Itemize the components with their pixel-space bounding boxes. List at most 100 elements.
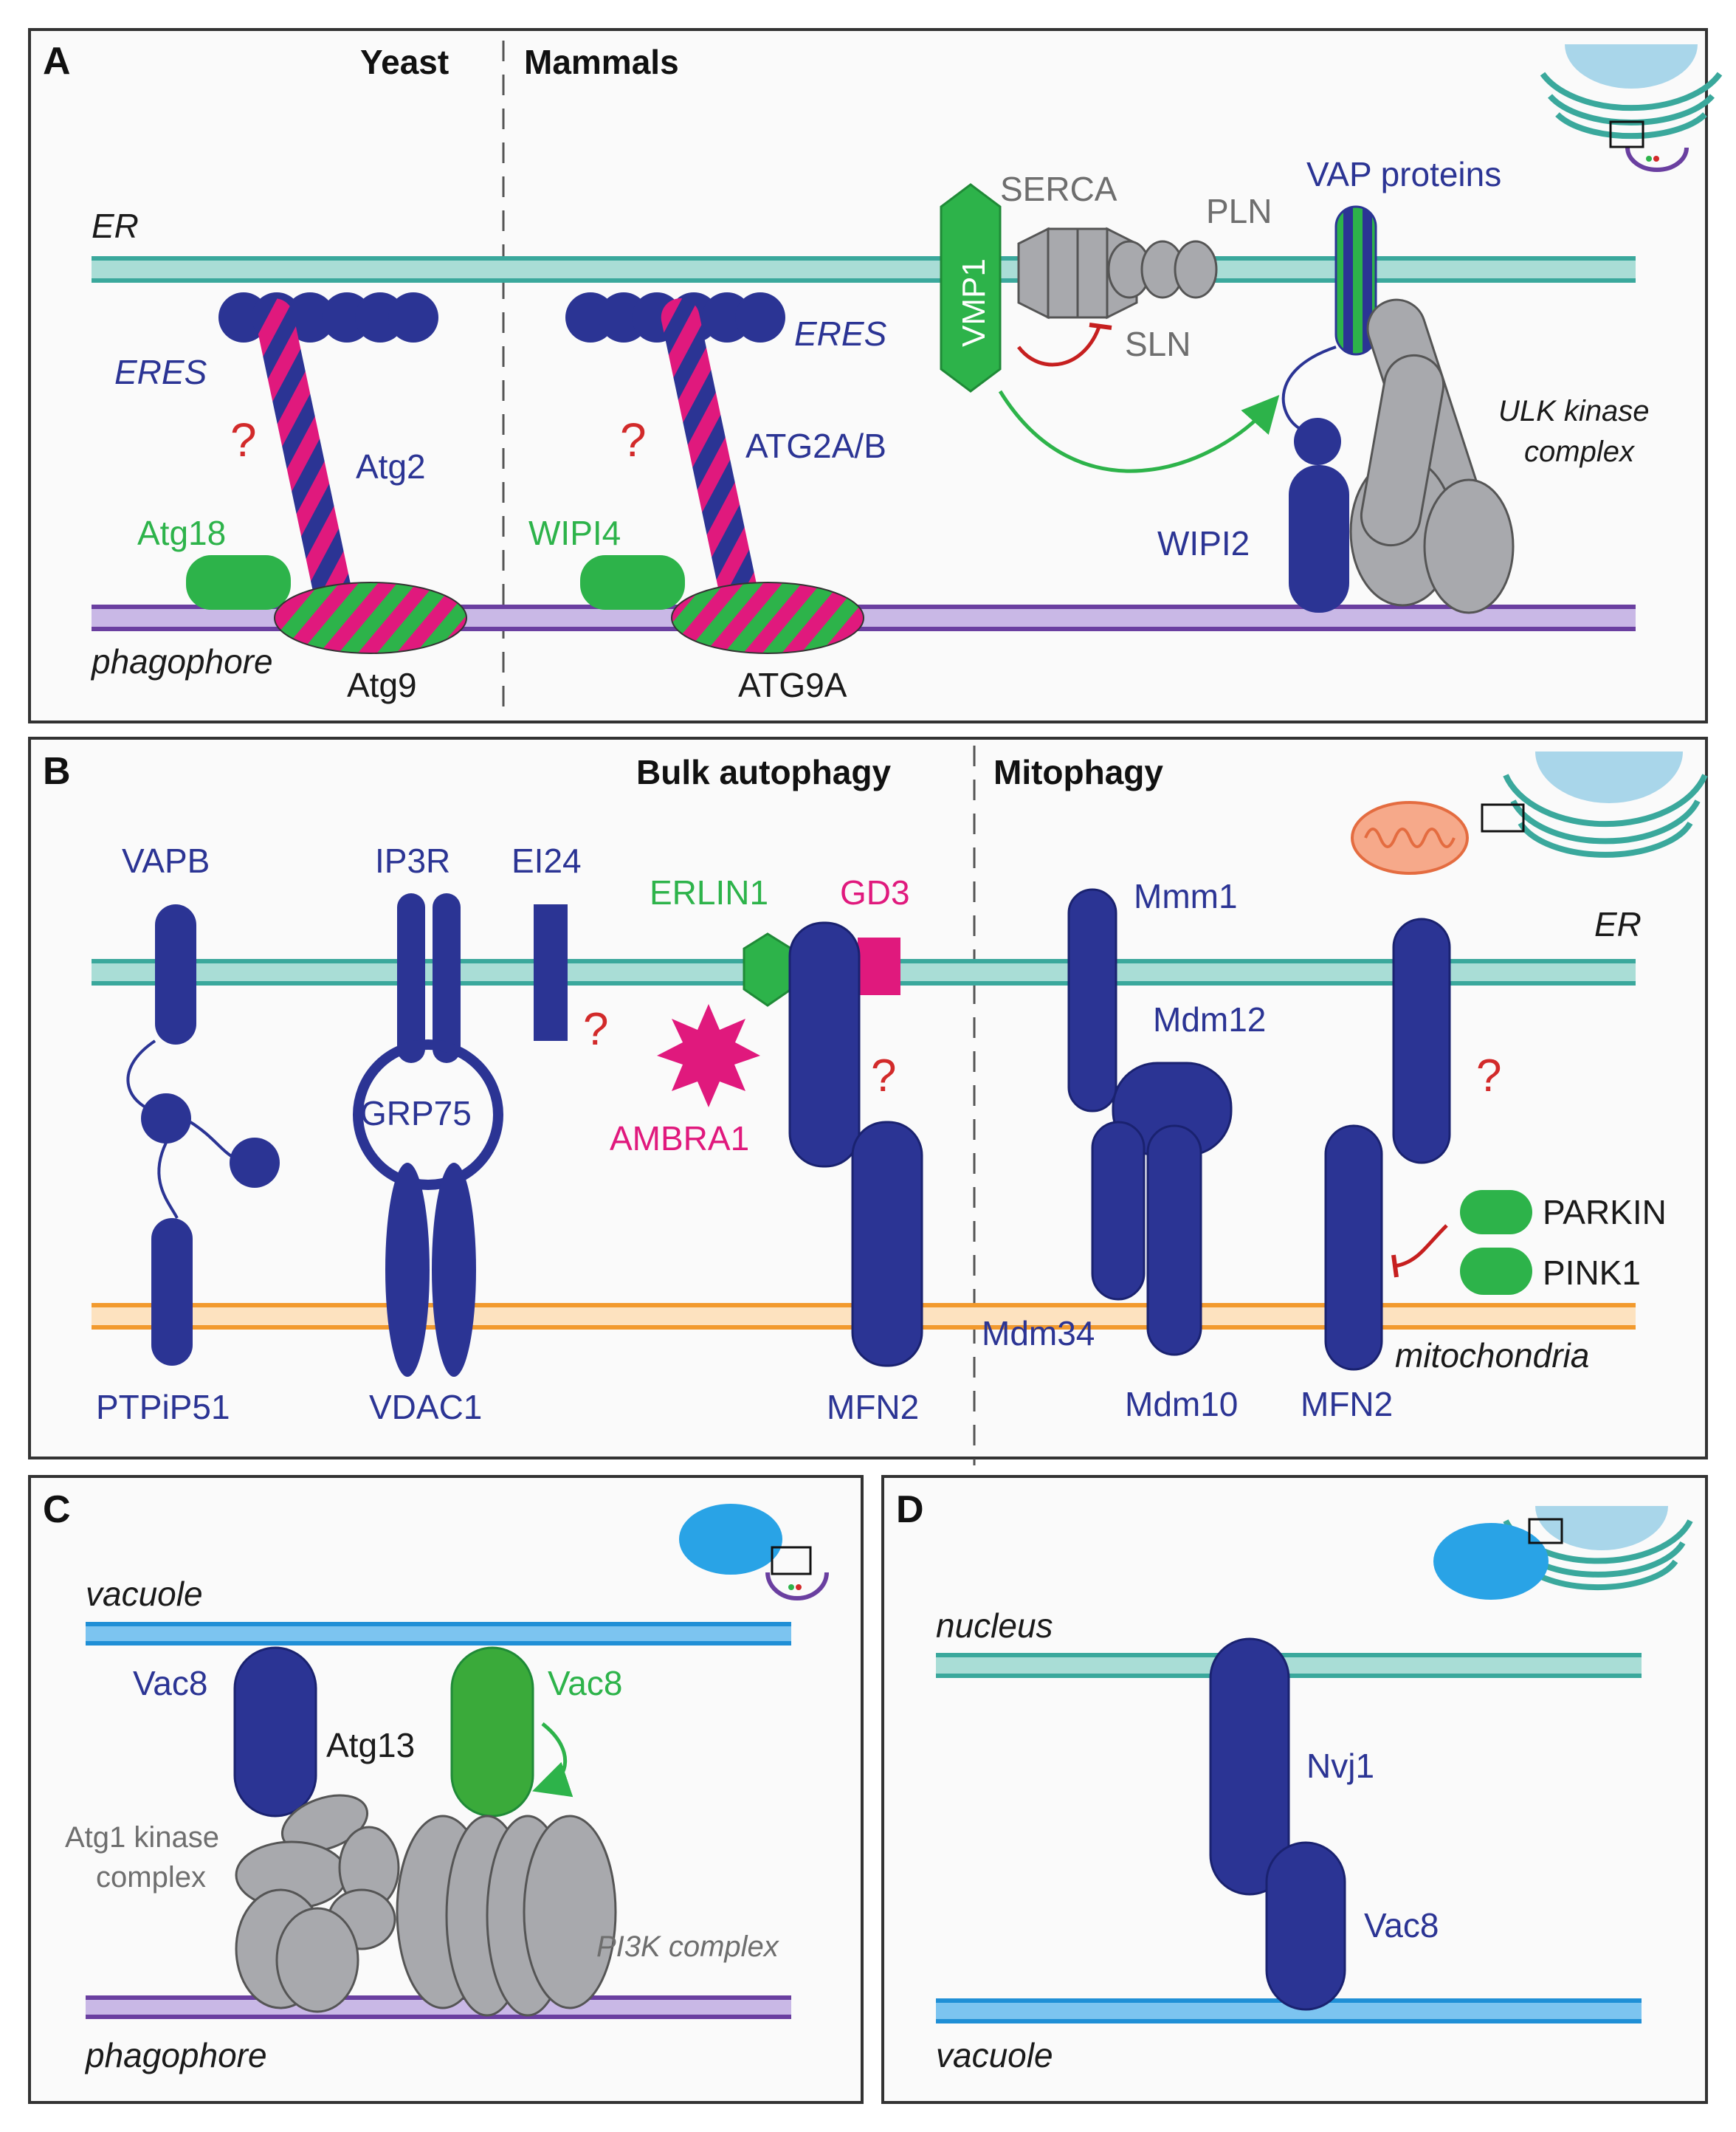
- panel-c: C vacuole phagophore Vac8 Atg13 Atg1 kin…: [28, 1475, 864, 2104]
- vdac1-label: VDAC1: [369, 1388, 482, 1426]
- mfn2-bulk-label: MFN2: [827, 1388, 919, 1426]
- vac8-green-arrow: [532, 1722, 574, 1798]
- er-label-a: ER: [92, 207, 139, 245]
- atg2-label: Atg2: [356, 447, 426, 486]
- mdm10-label: Mdm10: [1125, 1385, 1238, 1423]
- green-arrow-vmp1: [998, 390, 1280, 473]
- vacuole-label-c: vacuole: [86, 1575, 203, 1613]
- wipi4-shape: [580, 555, 685, 610]
- ulk-label-line2: complex: [1524, 436, 1636, 468]
- ei24-shape: [534, 904, 568, 1041]
- vap-linker: [1281, 345, 1337, 430]
- erlin1-label: ERLIN1: [650, 873, 768, 912]
- atg1-complex-shape: [235, 1794, 400, 2013]
- pi3k-complex-shape: [396, 1815, 617, 2017]
- vacuole-membrane-c: [86, 1622, 791, 1646]
- mfn2-mito-upper: [1392, 918, 1451, 1164]
- pln-label: PLN: [1206, 192, 1272, 230]
- atg18-label: Atg18: [137, 514, 226, 552]
- yeast-header: Yeast: [360, 43, 449, 81]
- mfn2-bulk-lower: [851, 1121, 923, 1367]
- vapb-domain: [141, 1093, 191, 1144]
- gd3-label: GD3: [840, 873, 910, 912]
- atg1-label-line1: Atg1 kinase: [65, 1821, 219, 1854]
- mmm1-upper: [1067, 888, 1117, 1113]
- atg9-label: Atg9: [347, 666, 417, 704]
- question-mfn2: ?: [871, 1050, 896, 1101]
- mmm1-label: Mmm1: [1134, 877, 1238, 915]
- vac8-d-label: Vac8: [1364, 1906, 1439, 1944]
- vap-shape: [1334, 205, 1377, 356]
- vac8-green-shape: [450, 1646, 534, 1818]
- mfn2-bulk-upper: [788, 921, 861, 1168]
- vapb-label: VAPB: [122, 842, 210, 880]
- mammals-header: Mammals: [524, 43, 679, 81]
- mdm12-label: Mdm12: [1153, 1000, 1266, 1039]
- mito-label-b: mitochondria: [1395, 1336, 1589, 1375]
- ptpip51-linker-2: [157, 1142, 179, 1219]
- phagophore-label-c: phagophore: [84, 2036, 267, 2074]
- atg9a-shape: [671, 582, 864, 654]
- vac8-green-label: Vac8: [548, 1664, 622, 1702]
- parkin-shape: [1460, 1190, 1532, 1234]
- ptpip51-shape: [151, 1218, 193, 1366]
- ip3r-left: [397, 893, 425, 1063]
- ptpip51-label: PTPiP51: [96, 1388, 230, 1426]
- ulk-complex-shape: [1349, 298, 1515, 614]
- ip3r-right: [433, 893, 461, 1063]
- wipi2-label: WIPI2: [1157, 524, 1250, 563]
- phagophore-label-a: phagophore: [90, 642, 273, 681]
- vmp1-shape: [940, 183, 1002, 393]
- vmp1-label: VMP1: [956, 258, 992, 347]
- gd3-shape: [858, 938, 900, 995]
- nvj1-shape: [1209, 1637, 1290, 1896]
- panel-b: B Bulk autophagy Mitophagy ER mitochondr…: [28, 737, 1708, 1465]
- panel-c-letter: C: [43, 1488, 71, 1531]
- atg1-label-line2: complex: [96, 1861, 206, 1894]
- vdac1-left: [385, 1163, 430, 1377]
- mito-header: Mitophagy: [993, 753, 1163, 791]
- panel-d: D nucleus vacuole Nvj1 Vac8: [881, 1475, 1708, 2104]
- erlin1-shape: [743, 932, 793, 1007]
- atg9a-label: ATG9A: [738, 666, 847, 704]
- mito-inhibition-bar: [1391, 1254, 1399, 1278]
- nucleus-label-d: nucleus: [936, 1606, 1053, 1645]
- parkin-label: PARKIN: [1543, 1193, 1667, 1231]
- question-yeast: ?: [230, 413, 257, 467]
- question-mito: ?: [1476, 1050, 1501, 1101]
- sln-label: SLN: [1125, 325, 1191, 363]
- pln-shape: [1107, 240, 1218, 299]
- question-mammal: ?: [620, 413, 647, 467]
- question-ei24: ?: [583, 1004, 608, 1055]
- grp75-ring: [353, 1039, 503, 1190]
- inset-icon-c: [679, 1504, 829, 1600]
- atg9-shape: [274, 582, 467, 654]
- wipi4-label: WIPI4: [528, 514, 621, 552]
- atg13-label: Atg13: [326, 1726, 415, 1764]
- ambra1-label: AMBRA1: [610, 1119, 749, 1158]
- atg2ab-rod: [661, 298, 758, 610]
- atg2-rod: [255, 298, 352, 610]
- inhibition-arc: [1017, 324, 1102, 367]
- vac8-blue-shape: [233, 1646, 317, 1818]
- grp75-label: GRP75: [360, 1094, 472, 1132]
- vap-label: VAP proteins: [1306, 155, 1501, 193]
- eres-mammal-circles: [565, 292, 785, 343]
- vac8-d-shape: [1265, 1841, 1346, 2011]
- panel-b-letter: B: [43, 750, 71, 793]
- inset-icon-d: [1433, 1506, 1693, 1600]
- mito-inhibition-arc: [1394, 1224, 1448, 1268]
- mdm34-label: Mdm34: [982, 1314, 1095, 1352]
- ambra1-shape: [657, 1004, 760, 1107]
- ip3r-label: IP3R: [375, 842, 450, 880]
- wipi2-body: [1289, 465, 1349, 613]
- panel-d-letter: D: [896, 1488, 924, 1531]
- serca-label: SERCA: [1000, 170, 1117, 208]
- ei24-label: EI24: [512, 842, 582, 880]
- wipi2-head: [1294, 418, 1341, 465]
- vdac1-right: [432, 1163, 476, 1377]
- panel-a: A Yeast Mammals ER phagophore ERES ? Atg…: [28, 28, 1723, 723]
- ptpip51-domain: [230, 1138, 280, 1188]
- mdm34-shape: [1091, 1121, 1146, 1301]
